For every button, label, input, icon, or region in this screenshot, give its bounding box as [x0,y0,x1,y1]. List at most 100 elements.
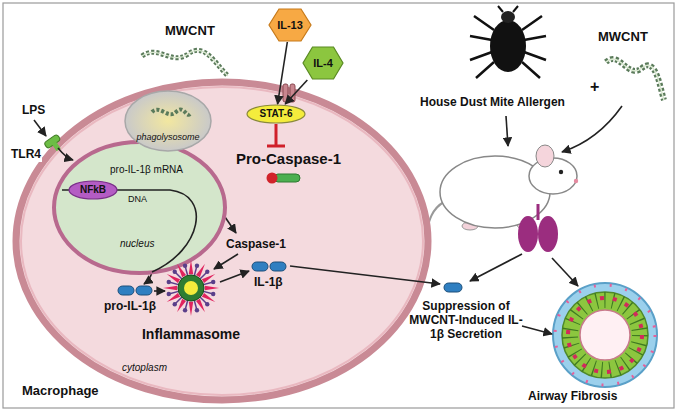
label-text: MWCNT [165,24,215,39]
il1b-pills [270,262,286,271]
inhibition-bar [267,124,285,146]
pro-caspase-symbol [267,173,301,184]
nanotube [142,50,228,192]
inflammasome-outline [211,280,215,284]
node-text: cytoplasm [122,362,167,374]
nanotube [606,59,664,100]
nfkb-oval: NFkB [68,180,118,200]
inflammasome-outline [189,260,193,274]
nanotube [182,189,210,192]
nucleus-outline [152,190,196,272]
nanotube [606,59,664,100]
inflammasome-outline [189,302,193,316]
connector-arrow [278,42,288,104]
label-text: MWCNT [598,30,648,45]
inflammasome-outline [195,308,199,312]
pro-caspase-symbol [267,173,278,184]
inflammasome-outline [167,292,171,296]
nanotube [166,174,194,179]
arrows [214,254,238,269]
inflammasome-outline [194,300,197,310]
airway-section [580,310,630,360]
nucleus-outline [52,140,227,275]
phagolysosome-outline [124,90,212,152]
inflammasome-outline [183,308,187,312]
macrophage-cell-outline [16,82,428,400]
figure-frame [3,3,674,408]
arrows [552,258,578,286]
node-text: NFkB [68,184,118,196]
inflammasome-outline [163,286,177,290]
il4-hexagon-outline [303,47,343,79]
inflammasome-outline [195,264,199,268]
il13-hexagon-outline [269,9,311,41]
il1b-pills [136,286,152,295]
inflammasome-outline [178,275,204,301]
inflammasome-outline [173,302,177,306]
connector-arrow [285,80,307,104]
label-text: IL-1β [254,276,283,290]
il13-hexagon: IL-13 [268,8,312,42]
dust-mite [490,20,526,72]
il4-hexagon: IL-4 [302,46,344,80]
inflammasome-outline [184,281,198,295]
phagolysosome-outline [125,91,211,151]
node-text: IL-4 [302,57,344,70]
node-text: STAT-6 [246,108,306,120]
inhibition-bar [267,145,285,148]
inflammasome-outline [205,270,209,274]
mouse [536,145,554,167]
nfkb-oval-outline [69,181,117,199]
node-text: nucleus [120,238,154,250]
node-text: phagolysosome [124,132,212,142]
nucleus-outline [54,142,225,273]
il1b-pills [118,262,462,295]
phagolysosome: phagolysosome [124,90,212,152]
inflammasome-outline [203,282,213,285]
arrows [470,254,522,281]
mouse [410,145,578,262]
nanotube [606,59,664,100]
airway-section [570,300,640,370]
arrows [154,290,165,292]
nanotube [142,50,228,76]
inflammasome-outline [205,302,209,306]
airway-section [562,292,648,378]
arrows [34,120,440,291]
arrows [34,120,46,136]
mouse [529,158,577,194]
label-text: Airway Fibrosis [528,390,617,404]
arrows [290,266,440,284]
label-text: House Dust Mite Allergen [420,96,565,110]
arrows [562,106,622,152]
cytokine-receptor [283,84,288,102]
mouse [559,170,563,174]
cytokine-receptor [290,84,295,102]
stat6-oval: STAT-6 [246,104,306,124]
dust-mite [470,16,546,78]
lungs [537,204,540,220]
inflammasome-outline [183,264,187,268]
node-text: Macrophage [22,384,99,399]
dust-mite [501,11,515,23]
inhibition-bar [275,124,278,146]
airway-section [553,283,657,387]
arrows [220,271,249,282]
arrows [212,198,236,233]
stat6-oval-outline [247,105,305,123]
lungs [538,216,558,252]
mouse [574,179,578,183]
label-text: LPS [22,104,45,118]
label-text: Pro-Caspase-1 [236,150,341,167]
inflammasome-outline [211,292,215,296]
arrows [58,148,73,160]
node-text: IL-13 [268,19,312,32]
node-text: pro-IL-1β mRNA [110,164,183,176]
inflammasome-outline [167,280,171,284]
inflammasome-outline [173,270,177,274]
arrows [144,272,152,284]
dust-mite [470,6,546,78]
inflammasome-outline [170,291,180,294]
inflammasome-outline [205,286,219,290]
